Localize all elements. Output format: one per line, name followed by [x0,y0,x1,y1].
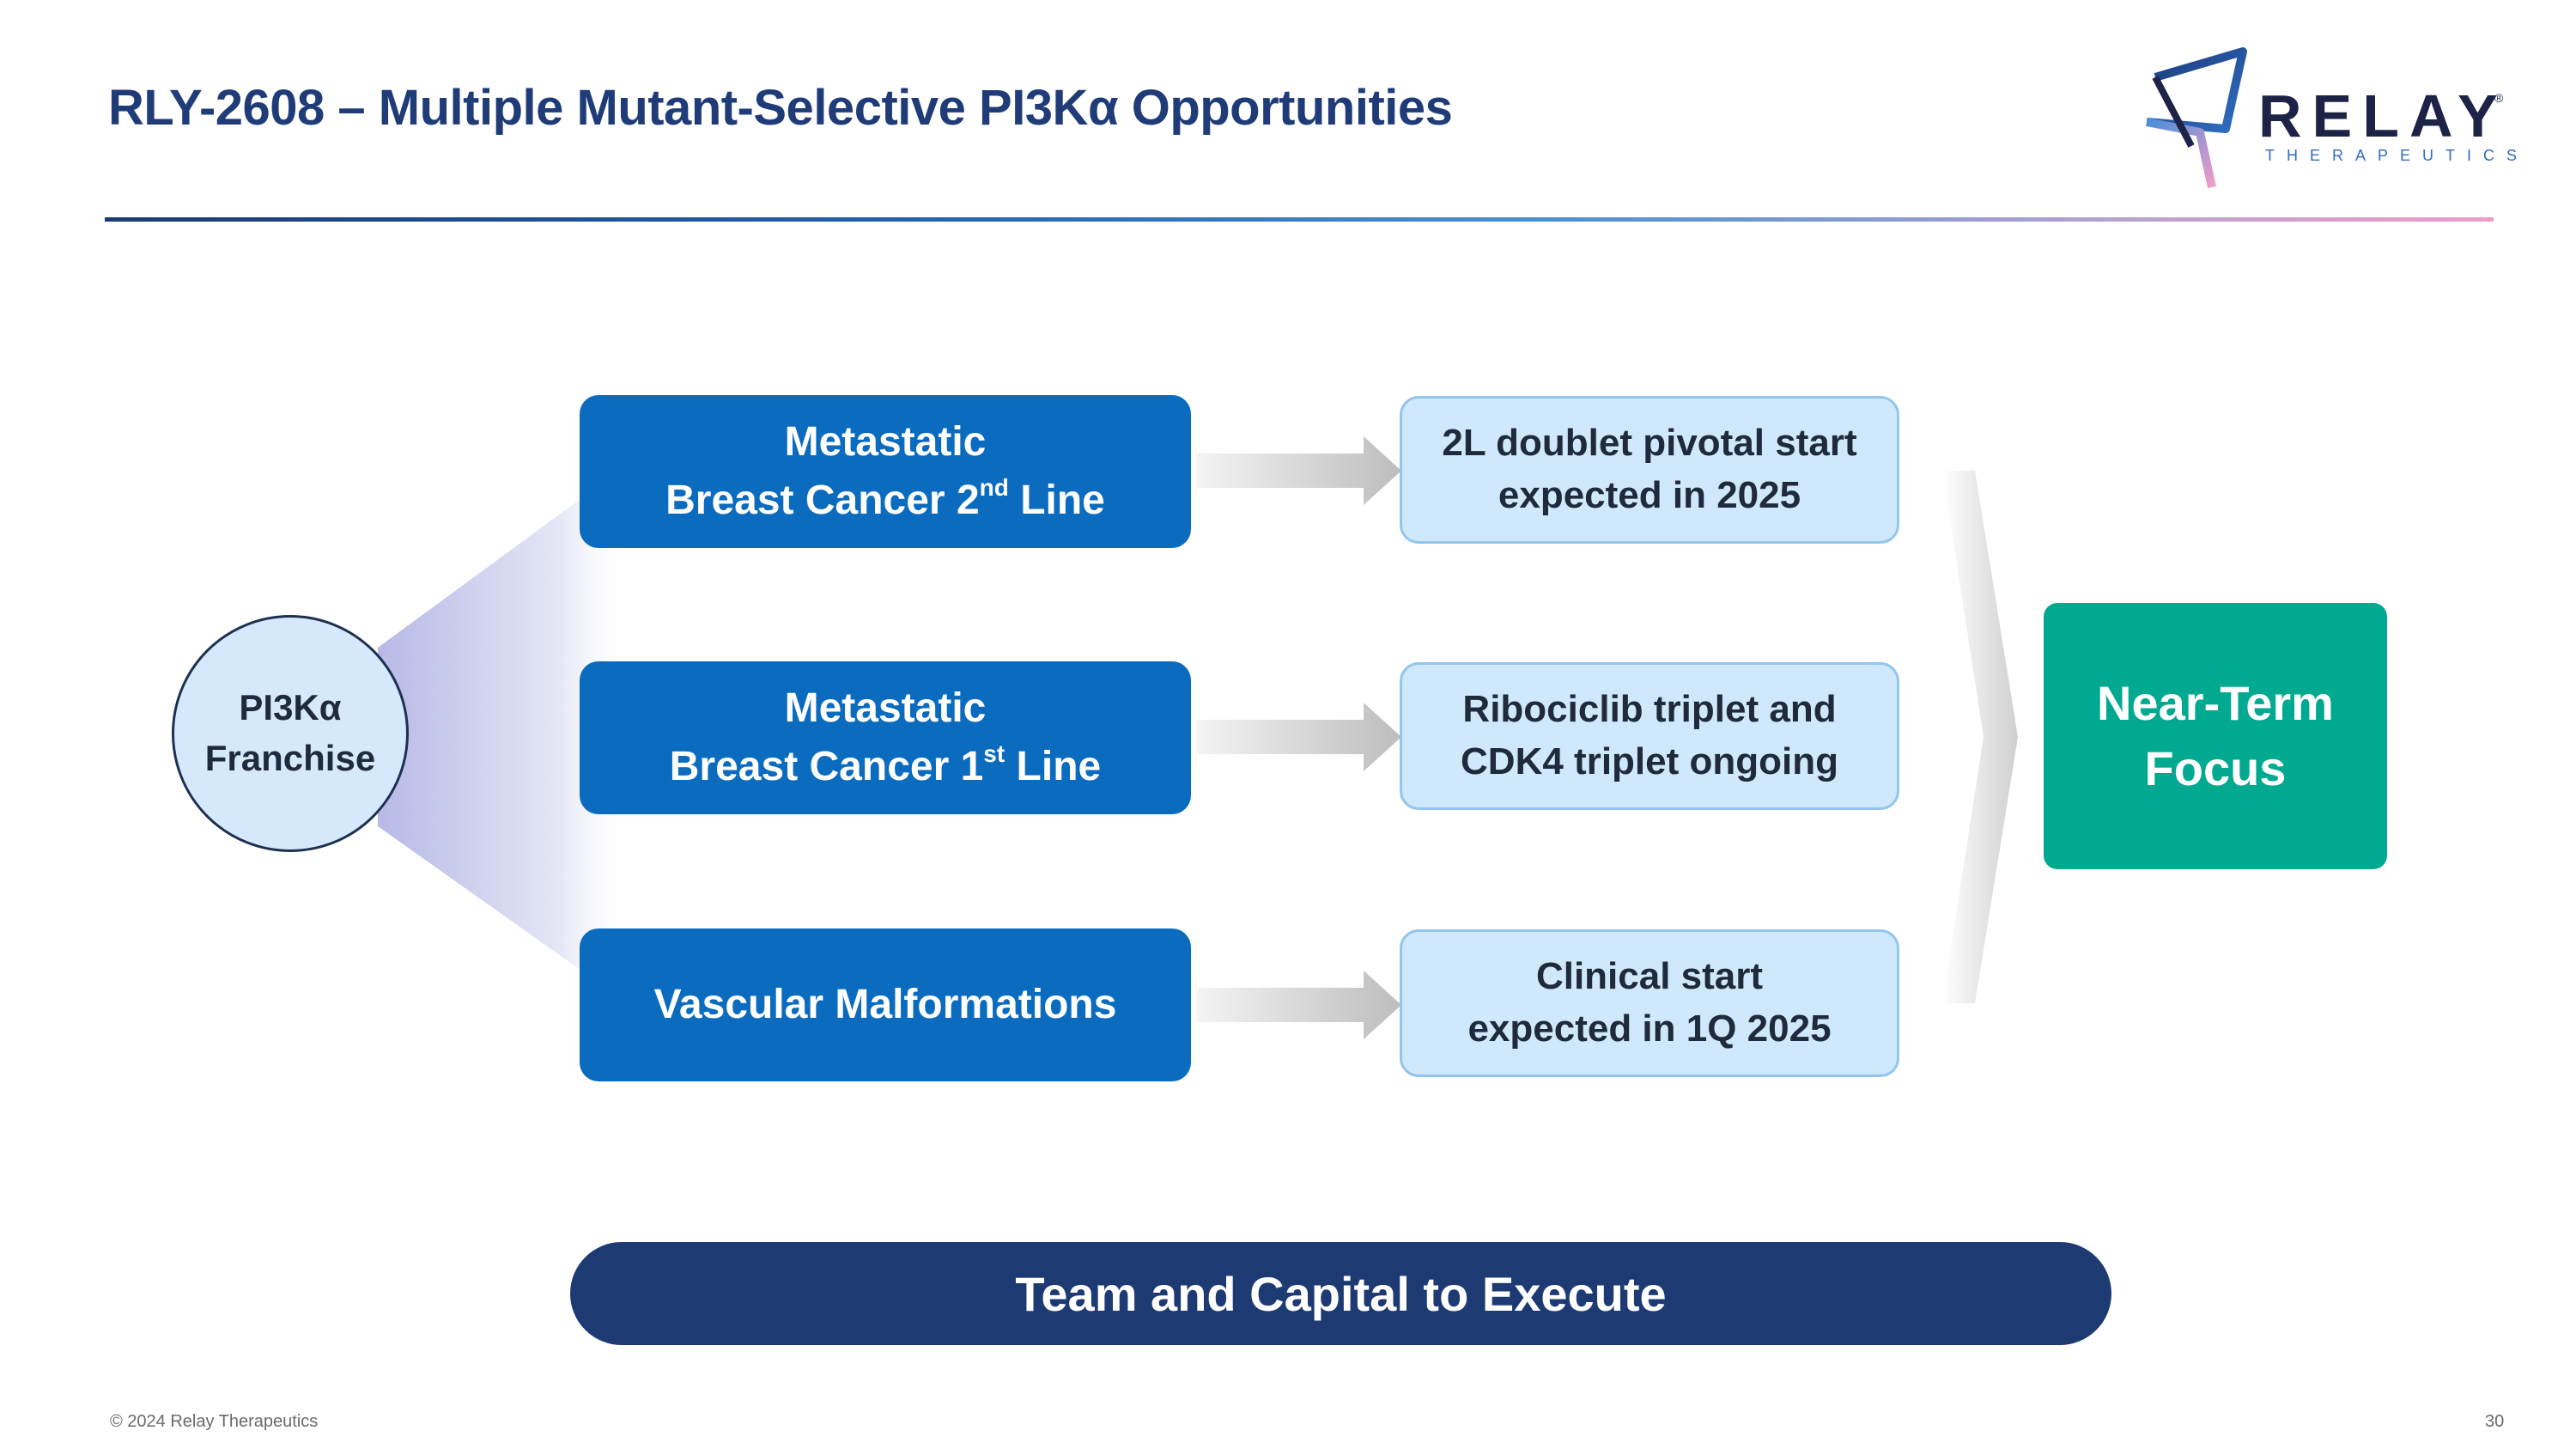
logo-registered-mark: ® [2494,91,2504,105]
indication-line1: Metastatic [784,685,987,731]
milestone-line2: expected in 1Q 2025 [1467,1008,1832,1050]
milestone-line1: Ribociclib triplet and [1462,688,1837,731]
arrow-1 [1197,436,1401,505]
logo-subtitle: THERAPEUTICS [2265,147,2530,164]
milestone-box-3: Clinical start expected in 1Q 2025 [1400,929,1899,1077]
page-title: RLY-2608 – Multiple Mutant-Selective PI3… [108,80,1453,136]
franchise-label-line1: PI3Kα [239,687,342,728]
franchise-circle: PI3Kα Franchise [172,615,409,852]
milestone-line2: expected in 2025 [1498,474,1801,516]
indication-line1: Metastatic [784,418,987,465]
milestone-line1: Clinical start [1535,955,1764,998]
milestone-box-2: Ribociclib triplet and CDK4 triplet ongo… [1400,662,1899,810]
convergence-chevron [1942,471,2018,1003]
focus-line1: Near-Term [2097,675,2334,730]
indication-line1: Vascular Malformations [653,981,1117,1027]
arrow-3 [1197,971,1401,1039]
indication-box-mbc-1l: Metastatic Breast Cancer 1st Line [580,661,1191,814]
indication-box-vascular: Vascular Malformations [580,928,1191,1081]
near-term-focus-box: Near-Term Focus [2044,603,2387,869]
milestone-line2: CDK4 triplet ongoing [1461,740,1838,782]
logo-wordmark: RELAY [2258,82,2508,149]
focus-line2: Focus [2144,741,2287,795]
milestone-box-1: 2L doublet pivotal start expected in 202… [1400,396,1899,544]
relay-logo: RELAY ® THERAPEUTICS [2129,43,2517,198]
indication-line2: Breast Cancer 1st Line [669,740,1102,790]
page-number: 30 [2485,1412,2505,1431]
indication-line2: Breast Cancer 2nd Line [665,474,1105,524]
execution-banner: Team and Capital to Execute [570,1242,2111,1345]
footer-copyright: © 2024 Relay Therapeutics [110,1412,319,1431]
banner-text: Team and Capital to Execute [1015,1266,1667,1321]
title-divider [105,217,2494,222]
arrow-2 [1197,703,1401,771]
franchise-label-line2: Franchise [204,738,376,778]
milestone-line1: 2L doublet pivotal start [1442,422,1857,465]
franchise-fan [378,496,635,972]
indication-box-mbc-2l: Metastatic Breast Cancer 2nd Line [580,395,1191,548]
relay-logo-icon [2146,47,2247,189]
